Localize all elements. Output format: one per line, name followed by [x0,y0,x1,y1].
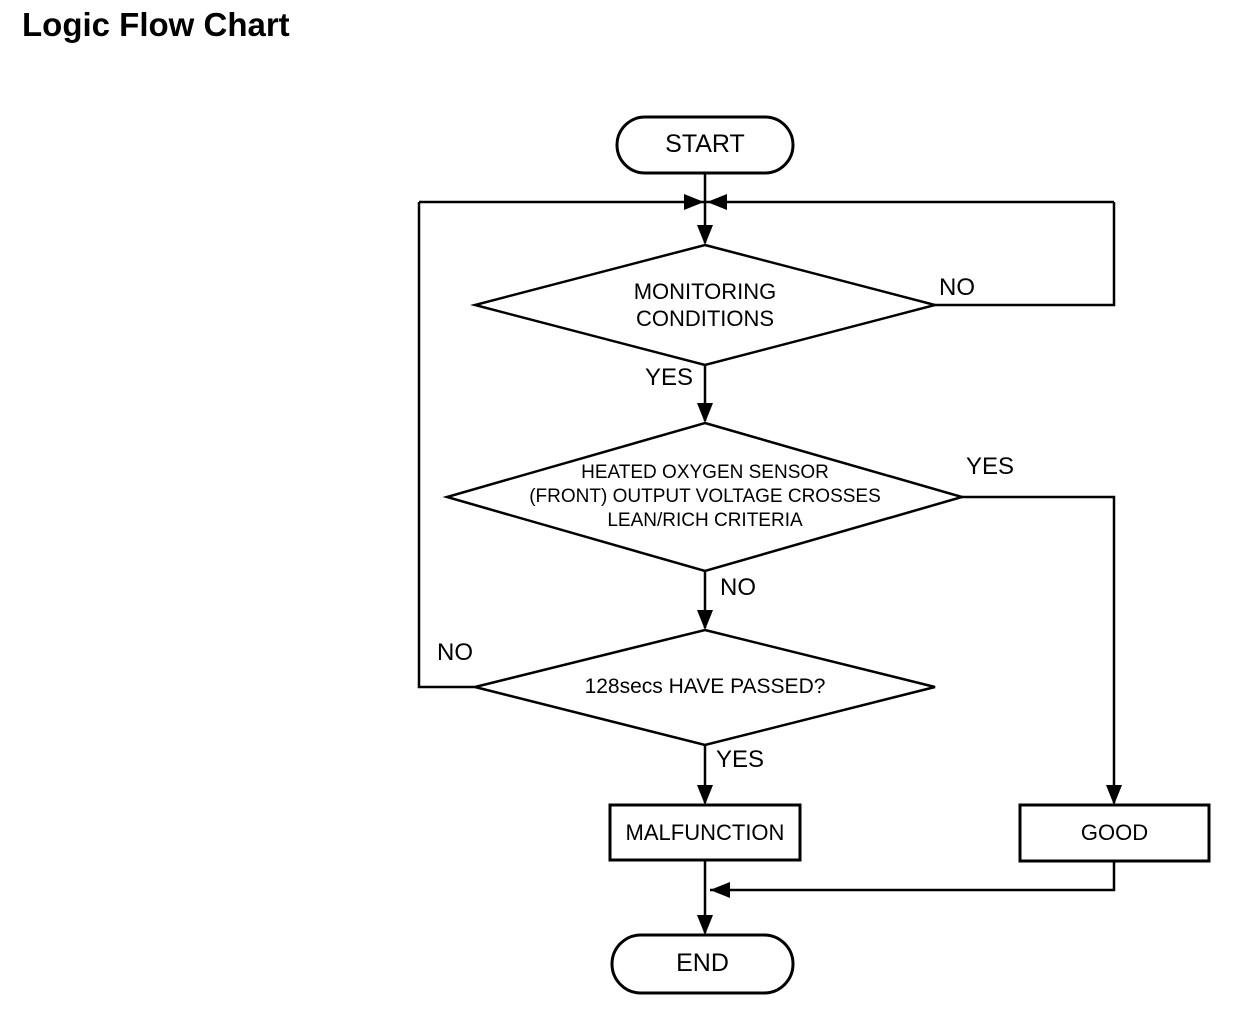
monitoring-no-branch-label: NO [939,274,975,301]
timer-node-label: 128secs HAVE PASSED? [584,675,826,699]
oxygen-sensor-node-label: HEATED OXYGEN SENSOR (FRONT) OUTPUT VOLT… [529,462,881,531]
start-node-label: START [665,130,745,159]
arrowhead-into-monitoring [697,225,713,245]
arrowhead-into-end [697,915,713,935]
connector-good-to-merge [710,861,1116,892]
malfunction-node-label: MALFUNCTION [625,819,785,845]
timer-decision-shape [474,628,936,747]
arrowhead-into-timer [697,610,713,630]
monitoring-decision-shape [470,243,940,367]
arrowhead-into-merge-above-end [710,882,730,898]
oxygen-yes-branch-label: YES [966,453,1015,480]
arrowhead-merge-from-right [707,194,727,210]
timer-yes-branch-label: YES [716,746,765,773]
good-node-label: GOOD [1080,820,1149,846]
page-title: Logic Flow Chart [22,6,290,43]
connector-monitoring-no-loop [935,202,1116,307]
arrowhead-into-malfunction [697,785,713,805]
start-terminator-shape [615,115,795,175]
monitoring-conditions-node-label: MONITORING CONDITIONS [633,278,777,332]
malfunction-process-shape [608,803,802,862]
arrowhead-into-good [1106,785,1122,805]
connector-timer-no-loop [417,202,475,689]
oxygen-decision-shape [442,421,967,573]
arrowhead-into-oxygen [697,403,713,423]
end-node-label: END [676,949,729,978]
good-process-shape [1018,803,1211,863]
end-terminator-shape [610,933,795,995]
arrowhead-merge-from-left [684,194,704,210]
monitoring-yes-branch-label: YES [645,364,694,391]
oxygen-no-branch-label: NO [720,574,756,601]
timer-no-branch-label: NO [437,639,473,666]
connector-oxygen-yes-to-good [962,495,1116,803]
